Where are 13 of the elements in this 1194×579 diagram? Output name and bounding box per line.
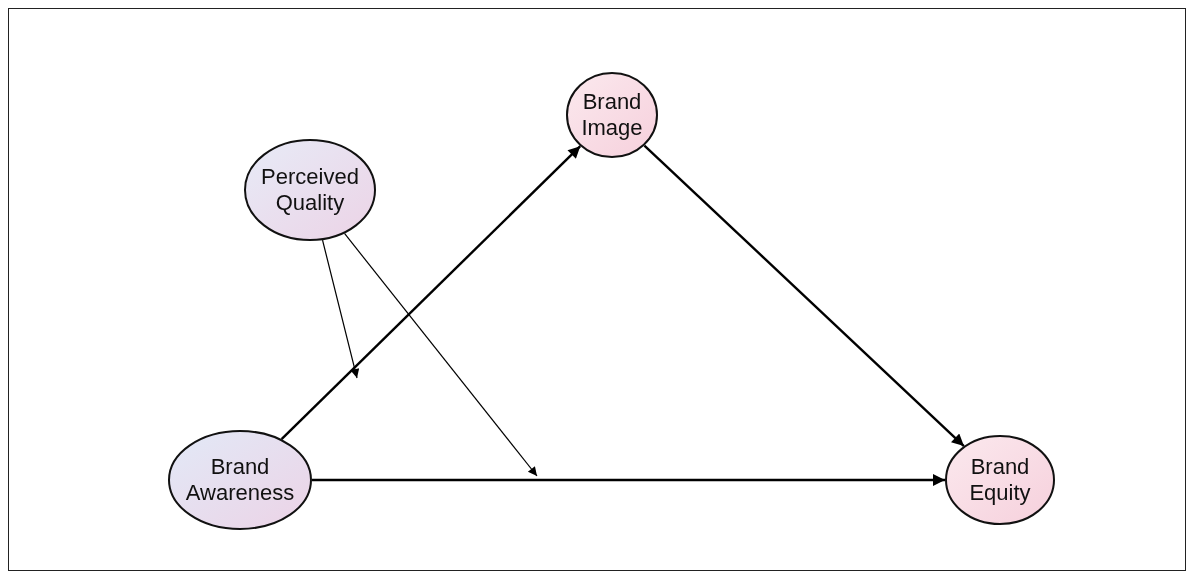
- arrow: [343, 232, 538, 477]
- arrow: [280, 145, 582, 441]
- node-label: Brand Awareness: [184, 454, 296, 506]
- node-label: Brand Equity: [968, 454, 1032, 506]
- ellipse-node: [168, 430, 312, 530]
- arrow: [321, 239, 360, 379]
- ellipse-node: [945, 435, 1055, 525]
- ellipse-node: [244, 139, 376, 241]
- arrow: [643, 144, 965, 447]
- arrow: [312, 474, 945, 486]
- node-label: Perceived Quality: [260, 164, 360, 216]
- ellipse-node: [566, 72, 658, 158]
- node-label: Brand Image: [580, 89, 644, 141]
